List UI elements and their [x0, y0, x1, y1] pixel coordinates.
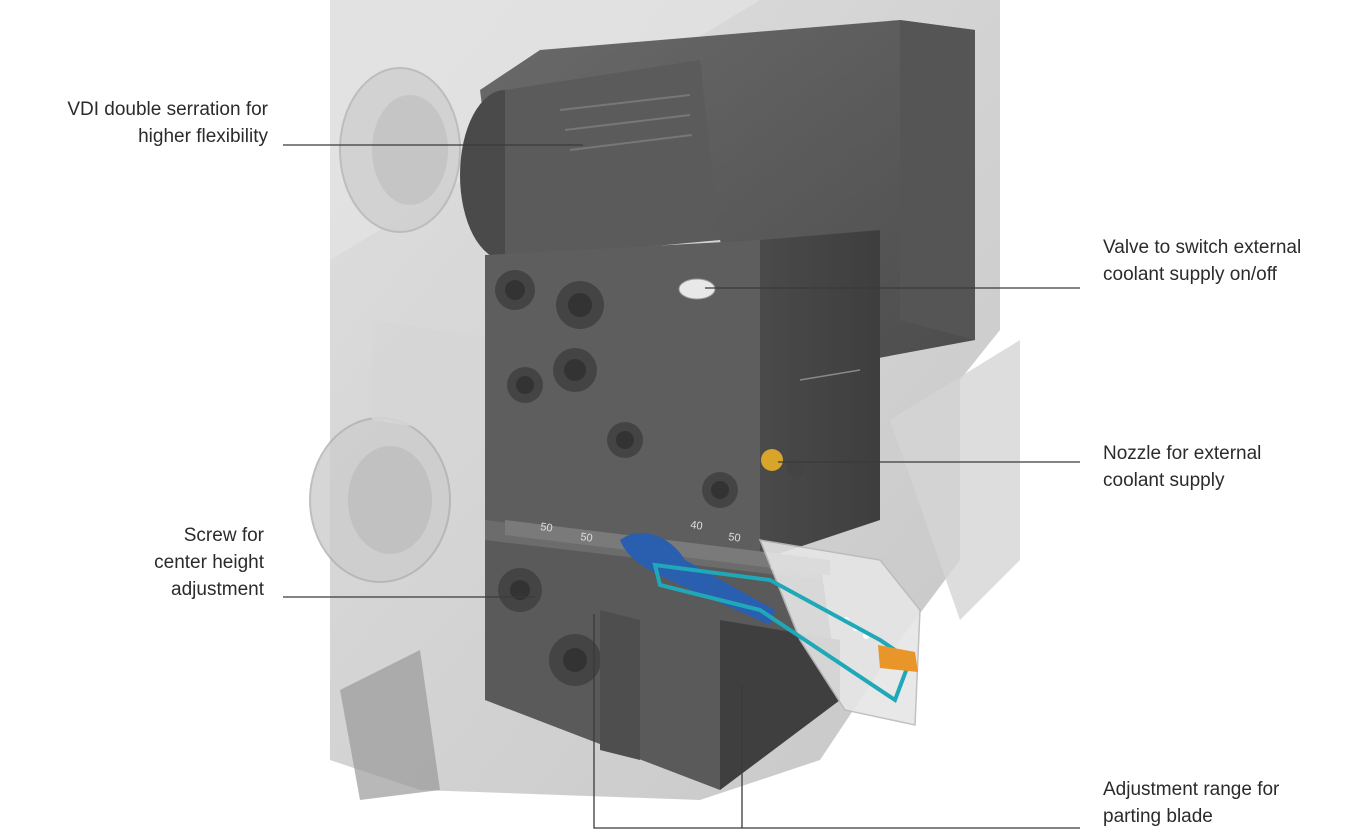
blue-adjuster	[620, 532, 918, 704]
label-line: coolant supply	[1103, 470, 1225, 491]
scale-mark: 40	[690, 519, 704, 533]
label-adjustment-range: Adjustment range for parting blade	[1103, 776, 1279, 830]
label-line: Adjustment range for	[1103, 779, 1280, 800]
label-line: Screw for	[183, 525, 264, 546]
label-line: center height	[154, 552, 264, 573]
label-line: Valve to switch external	[1103, 237, 1302, 258]
scale-mark: 50	[728, 531, 742, 545]
label-line: parting blade	[1103, 806, 1213, 827]
leader-adjust	[593, 614, 1080, 829]
label-vdi-serration: VDI double serration for higher flexibil…	[0, 96, 268, 150]
label-line: Nozzle for external	[1103, 443, 1262, 464]
label-nozzle: Nozzle for external coolant supply	[1103, 440, 1261, 494]
scale-mark: 30	[800, 566, 814, 580]
leader-lines	[283, 144, 1080, 829]
label-valve: Valve to switch external coolant supply …	[1103, 234, 1301, 288]
scale-mark: 50	[540, 521, 554, 535]
label-line: higher flexibility	[138, 126, 268, 147]
label-screw-center-height: Screw for center height adjustment	[0, 522, 264, 603]
holder-body	[460, 20, 975, 790]
label-line: coolant supply on/off	[1103, 264, 1277, 285]
scale-mark: 40	[770, 561, 784, 575]
label-line: adjustment	[171, 579, 264, 600]
scale-marks: 50 50 40 50 40 30	[540, 519, 814, 580]
scale-mark: 50	[580, 531, 594, 545]
label-line: VDI double serration for	[67, 99, 268, 120]
